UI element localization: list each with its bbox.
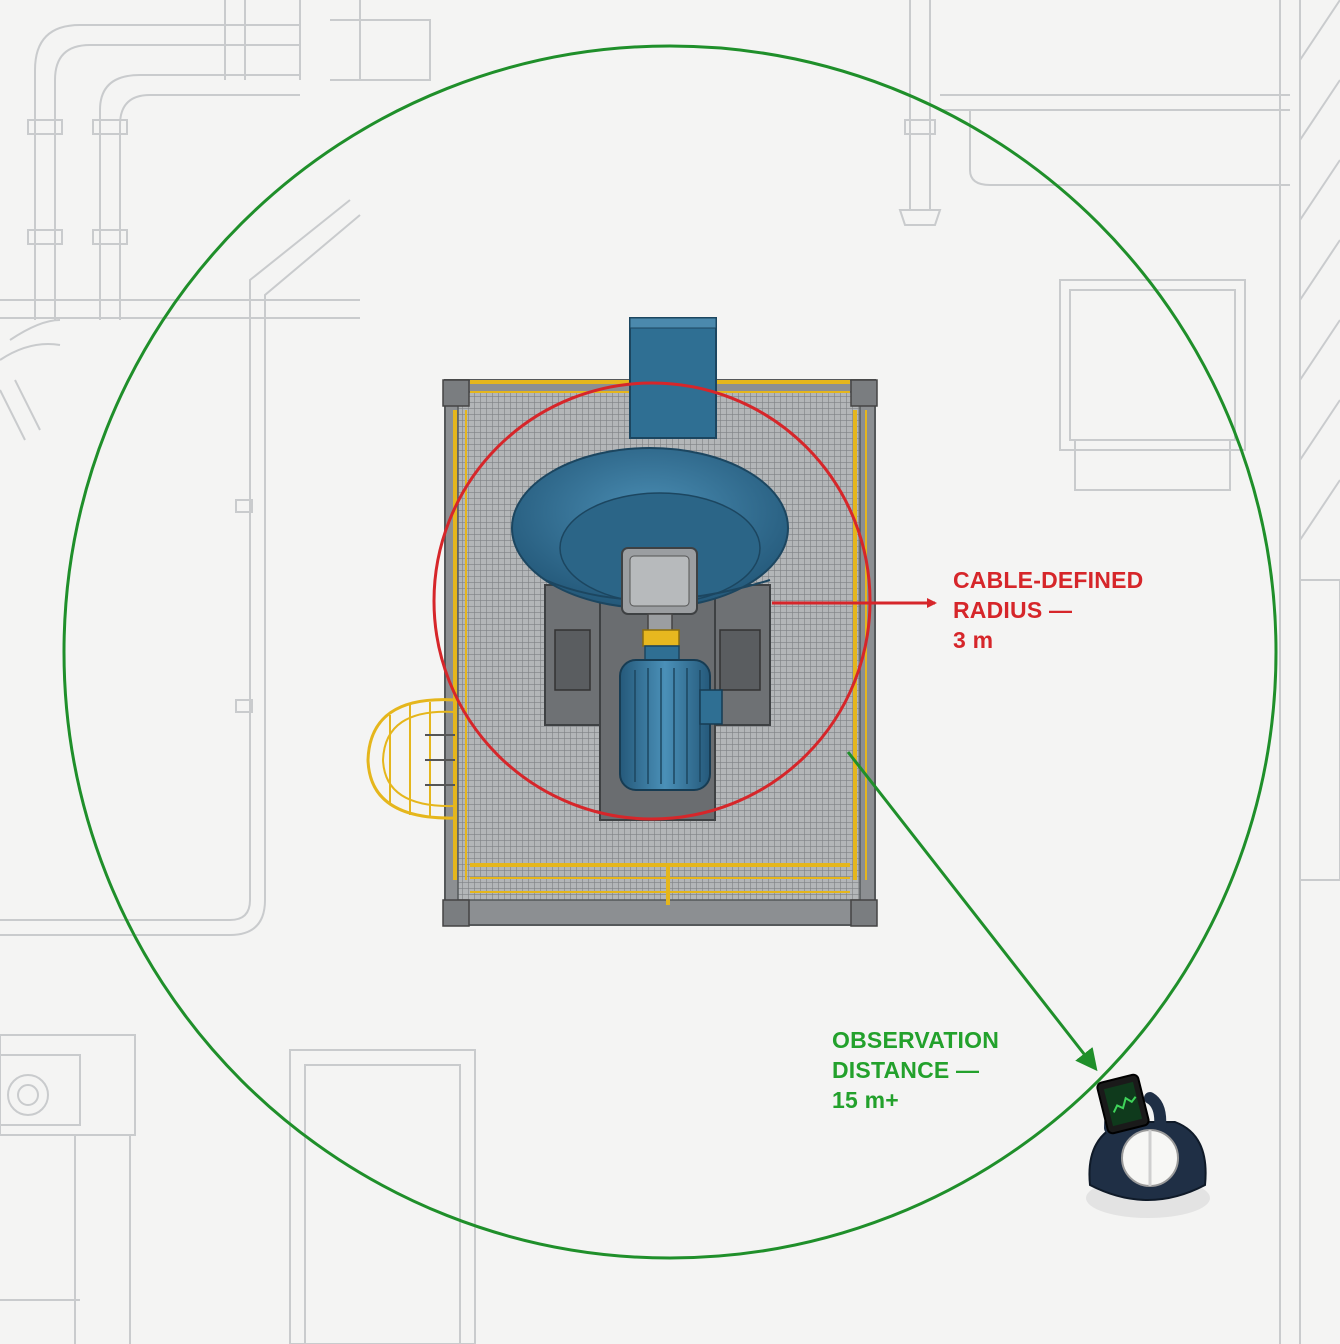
- electric-motor: [619, 659, 723, 791]
- drive-train: [621, 547, 698, 663]
- cable-radius-label: CABLE-DEFINED RADIUS — 3 m: [953, 565, 1143, 655]
- observation-label-line-1: OBSERVATION: [832, 1027, 1000, 1053]
- cable-radius-label-line-2: RADIUS —: [953, 597, 1073, 623]
- worker-with-tablet-icon: [1086, 1073, 1210, 1218]
- observation-label-line-2: DISTANCE —: [832, 1057, 980, 1083]
- cable-radius-label-line-3: 3 m: [953, 627, 994, 653]
- observation-label-line-3: 15 m+: [832, 1087, 899, 1113]
- observation-distance-arrow: [846, 751, 1098, 1072]
- observation-distance-label: OBSERVATION DISTANCE — 15 m+: [832, 1025, 999, 1115]
- cable-radius-circle: [432, 381, 872, 821]
- caged-ladder: [366, 698, 456, 820]
- cable-radius-label-line-1: CABLE-DEFINED: [953, 567, 1144, 593]
- observation-zone-circle: [62, 44, 1278, 1260]
